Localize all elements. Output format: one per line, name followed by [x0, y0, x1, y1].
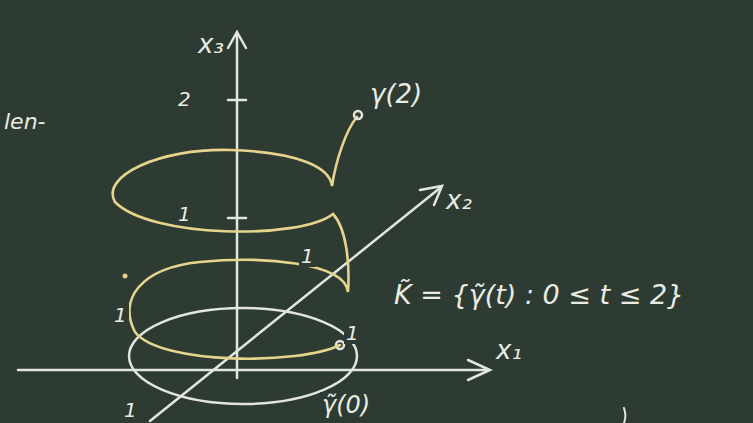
- cut-word: len-: [2, 110, 48, 134]
- tick-value: 1: [112, 304, 129, 326]
- tick-value: 2: [176, 88, 193, 110]
- axis-label: x₂: [444, 186, 474, 214]
- axis-label: x₁: [494, 336, 524, 364]
- axis-label: x₃: [196, 30, 226, 58]
- point-label: γ̃(0): [320, 392, 372, 418]
- tick-value: 1: [176, 203, 193, 225]
- point-label: γ(2): [368, 80, 424, 108]
- tick-value: 1: [122, 399, 139, 421]
- set-definition: K̃ = {γ̃(t) : 0 ≤ t ≤ 2}: [392, 280, 686, 309]
- tick-value: 1: [299, 245, 316, 267]
- tick-value: 1: [344, 322, 361, 344]
